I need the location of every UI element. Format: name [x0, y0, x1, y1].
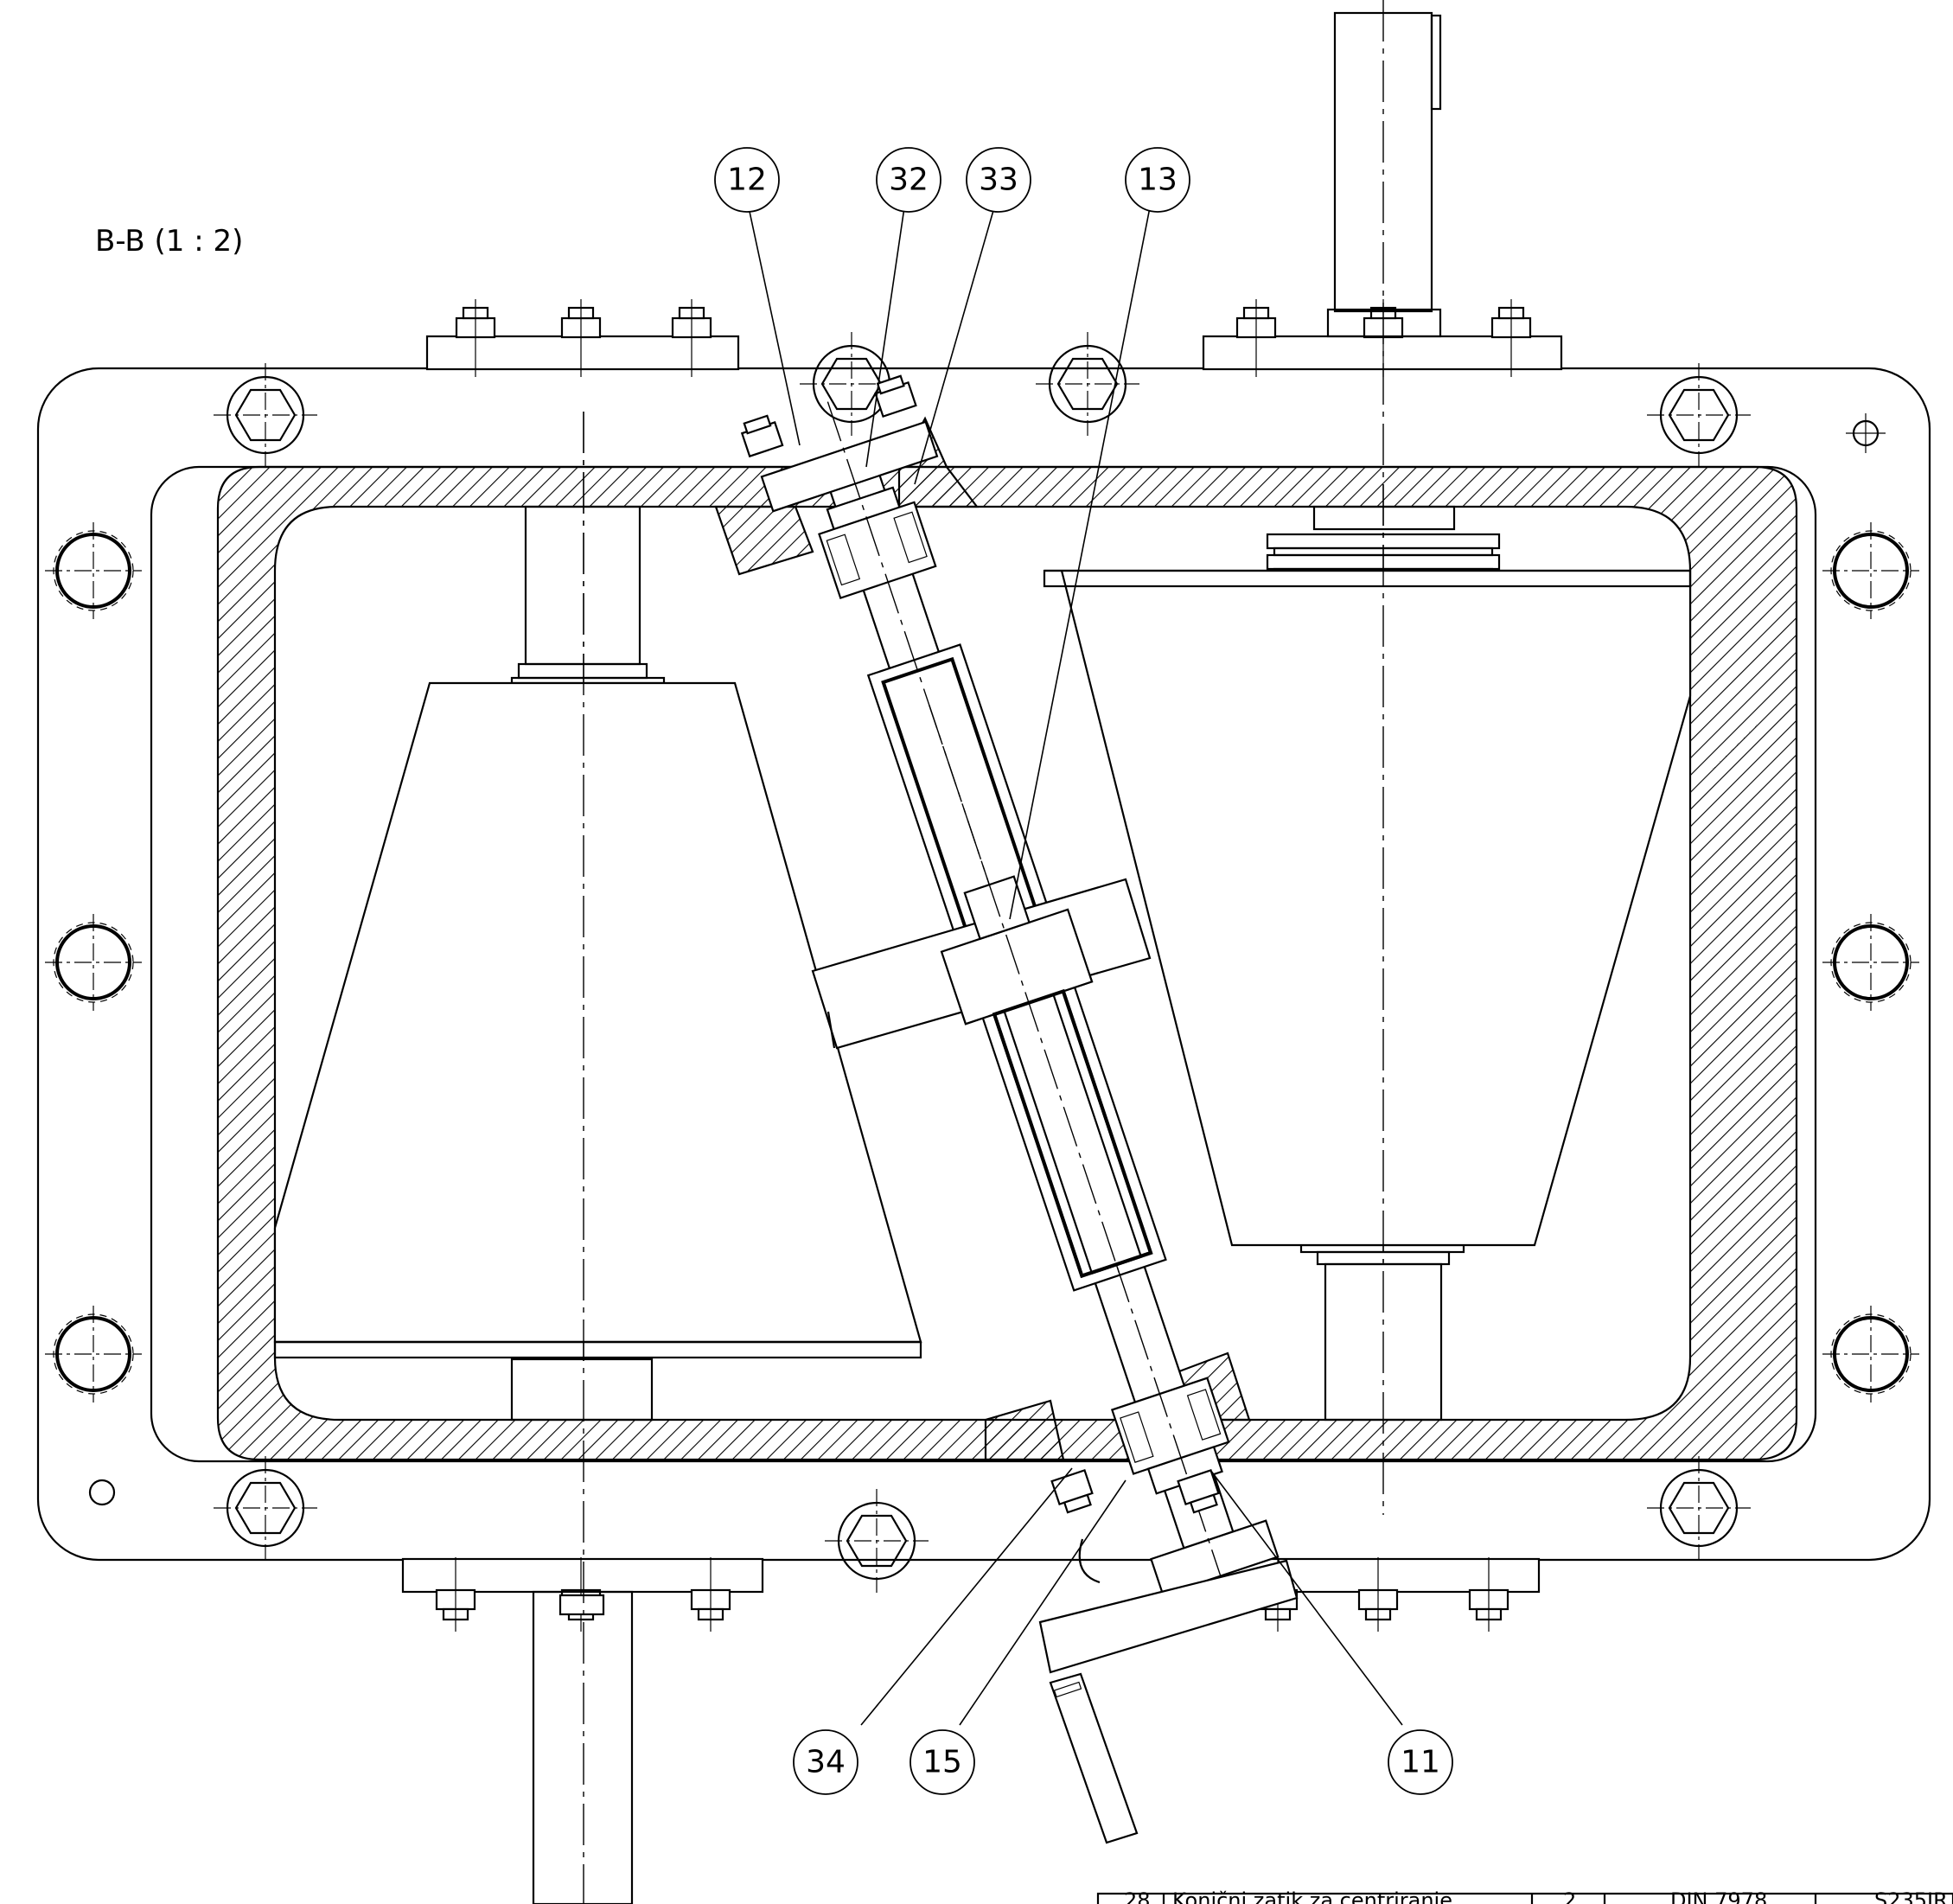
- balloon-32: 32: [876, 147, 941, 213]
- balloon-33: 33: [966, 147, 1031, 213]
- balloon-13: 13: [1125, 147, 1190, 213]
- balloon-34: 34: [793, 1729, 858, 1795]
- left-cone: [273, 412, 922, 1366]
- cover-screws-top: [455, 299, 1532, 377]
- balloon-15: 15: [909, 1729, 975, 1795]
- leader-lines: [748, 207, 1403, 1726]
- flange-bolts-hex: [214, 332, 1751, 1593]
- balloon-12: 12: [714, 147, 780, 213]
- svg-text:11: 11: [1401, 1745, 1440, 1780]
- bearing-cap-bolts: [740, 374, 1220, 1514]
- right-cone: [1043, 484, 1692, 1262]
- bottom-cover-plates: [401, 1557, 1541, 1594]
- svg-text:13: 13: [1138, 163, 1178, 198]
- locating-holes: [88, 413, 1886, 1506]
- bom-standard: DIN 7978: [1670, 1888, 1767, 1904]
- bom-table: 28 Konični zatik za centriranje 2 DIN 79…: [1096, 1888, 1953, 1904]
- bom-item-number: 28: [1124, 1888, 1151, 1904]
- bom-material: S235JR: [1874, 1888, 1948, 1904]
- svg-text:33: 33: [979, 163, 1018, 198]
- section-view-title: B-B (1 : 2): [95, 224, 243, 259]
- flange-bolts-side: [45, 522, 1919, 1402]
- top-cover-plates: [425, 335, 1563, 371]
- svg-text:15: 15: [922, 1745, 962, 1780]
- balloon-11: 11: [1388, 1729, 1453, 1795]
- bom-quantity: 2: [1563, 1888, 1576, 1904]
- svg-text:32: 32: [889, 163, 929, 198]
- svg-text:34: 34: [806, 1745, 846, 1780]
- bom-description: Konični zatik za centriranje: [1172, 1888, 1452, 1904]
- crank-handle: [1038, 1559, 1299, 1844]
- roller-ring: [929, 705, 1153, 1280]
- svg-text:12: 12: [727, 163, 767, 198]
